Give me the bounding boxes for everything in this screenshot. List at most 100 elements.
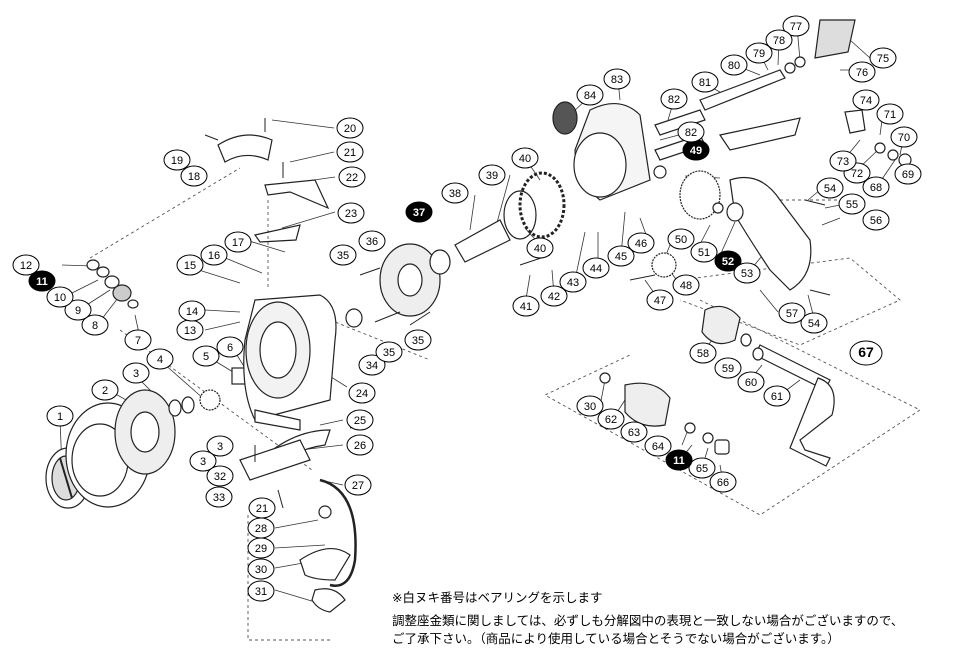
callout-number: 23 (345, 208, 357, 220)
callout-5: 5 (192, 345, 220, 367)
callout-number: 63 (628, 427, 640, 439)
callout-79: 79 (745, 42, 773, 64)
callout-50: 50 (667, 228, 695, 250)
callout-circle (81, 314, 109, 336)
callout-circle (122, 362, 150, 384)
callout-circle (667, 228, 695, 250)
callout-66: 66 (709, 471, 737, 493)
callout-58: 58 (689, 342, 717, 364)
callout-44: 44 (582, 257, 610, 279)
callout-circle (189, 450, 217, 472)
callout-circle (597, 408, 625, 430)
callout-33: 33 (205, 486, 233, 508)
callout-number: 76 (856, 67, 868, 79)
callout-number: 79 (753, 48, 765, 60)
callout-number: 42 (548, 291, 560, 303)
callout-11: 11 (665, 449, 693, 471)
callout-number: 21 (344, 147, 356, 159)
callout-number: 20 (344, 123, 356, 135)
callout-number: 38 (449, 188, 461, 200)
callout-circle (336, 141, 364, 163)
callout-3: 3 (206, 435, 234, 457)
callout-62: 62 (597, 408, 625, 430)
callout-circle (576, 84, 604, 106)
callout-71: 71 (876, 103, 904, 125)
callout-number: 82 (668, 94, 680, 106)
callout-number: 47 (654, 295, 666, 307)
callout-15: 15 (176, 254, 204, 276)
callout-number: 18 (188, 171, 200, 183)
callout-80: 80 (720, 54, 748, 76)
callout-circle (358, 230, 386, 252)
callout-circle (672, 274, 700, 296)
callout-number: 7 (135, 335, 141, 347)
callout-number: 46 (635, 238, 647, 250)
callout-number: 55 (846, 199, 858, 211)
drive-gear-area (345, 171, 566, 328)
callout-55: 55 (838, 193, 866, 215)
callout-54: 54 (800, 312, 828, 334)
callout-21: 21 (248, 497, 276, 519)
callout-number: 10 (54, 292, 66, 304)
spool-assembly (45, 365, 270, 509)
callout-35: 35 (404, 329, 432, 351)
callout-number: 77 (790, 21, 802, 33)
callout-circle (745, 42, 773, 64)
callout-number: 16 (208, 250, 220, 262)
callout-24: 24 (348, 382, 376, 404)
callout-circle (765, 29, 793, 51)
callout-64: 64 (644, 435, 672, 457)
callout-34: 34 (358, 354, 386, 376)
callout-3: 3 (122, 362, 150, 384)
callout-circle (714, 250, 742, 272)
callout-circle (627, 232, 655, 254)
callout-circle (216, 336, 244, 358)
callout-49: 49 (682, 139, 710, 161)
callout-43: 43 (559, 271, 587, 293)
callout-82: 82 (677, 121, 705, 143)
callout-number: 50 (675, 234, 687, 246)
callout-60: 60 (737, 371, 765, 393)
callout-circle (405, 201, 433, 223)
callout-number: 68 (870, 182, 882, 194)
callout-circle (224, 231, 252, 253)
callout-number: 35 (337, 250, 349, 262)
callout-3: 3 (189, 450, 217, 472)
callout-number: 2 (102, 385, 108, 397)
callout-74: 74 (852, 89, 880, 111)
callout-number: 60 (745, 377, 757, 389)
callout-circle (849, 340, 883, 366)
callout-81: 81 (691, 71, 719, 93)
callout-circle (862, 176, 890, 198)
callout-number: 52 (722, 256, 734, 268)
callout-14: 14 (178, 300, 206, 322)
callout-circle (894, 163, 922, 185)
callout-61: 61 (763, 385, 791, 407)
callout-circle (346, 409, 374, 431)
callout-number: 34 (366, 360, 378, 372)
callout-4: 4 (146, 348, 174, 370)
callout-circle (247, 537, 275, 559)
callout-circle (689, 342, 717, 364)
callout-25: 25 (346, 409, 374, 431)
callout-29: 29 (247, 537, 275, 559)
callout-40: 40 (511, 147, 539, 169)
callout-circle (677, 121, 705, 143)
callout-27: 27 (344, 474, 372, 496)
callout-number: 44 (590, 263, 602, 275)
callout-circle (441, 182, 469, 204)
callout-number: 11 (673, 455, 685, 467)
callout-68: 68 (862, 176, 890, 198)
disclaimer-line-1: 調整座金類に関しましては、必ずしも分解図中の表現と一致しない場合がございますので… (392, 613, 904, 628)
callout-circle (890, 126, 918, 148)
callout-number: 51 (698, 247, 710, 259)
callout-circle (646, 289, 674, 311)
callout-circle (91, 379, 119, 401)
callout-65: 65 (688, 457, 716, 479)
callout-number: 62 (605, 414, 617, 426)
reel-body (552, 101, 812, 291)
callout-circle (511, 147, 539, 169)
callout-number: 28 (255, 523, 267, 535)
callout-circle (346, 434, 374, 456)
